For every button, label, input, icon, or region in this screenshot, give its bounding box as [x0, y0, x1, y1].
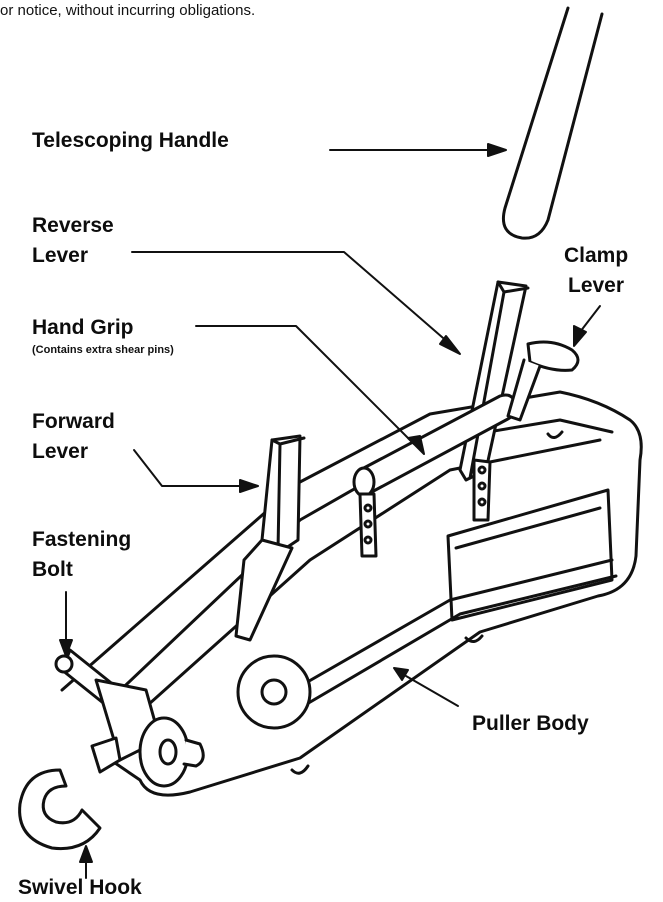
leader-lines [59, 143, 601, 879]
label-clamp-lever-line2: Lever [568, 274, 625, 297]
label-forward-lever-line1: Forward [32, 410, 115, 433]
leader-reverse-lever [131, 251, 451, 345]
leader-hand-grip [195, 325, 415, 445]
header-notice: or notice, without incurring obligations… [0, 2, 256, 19]
label-swivel-hook: Swivel Hook [18, 876, 142, 899]
label-fastening-bolt-line2: Bolt [32, 558, 73, 581]
leader-puller-body [405, 675, 459, 707]
telescoping-handle-shape [501, 6, 604, 240]
label-reverse-lever-line2: Lever [32, 244, 89, 267]
clamp-lever-shape [506, 340, 580, 422]
forward-lever-shape [234, 434, 306, 642]
label-puller-body: Puller Body [472, 712, 589, 735]
hand-grip-shape [352, 393, 518, 558]
label-forward-lever-line2: Lever [32, 440, 89, 463]
label-clamp-lever-line1: Clamp [564, 244, 629, 267]
label-reverse-lever-line1: Reverse [32, 214, 114, 237]
label-hand-grip: Hand Grip [32, 316, 134, 339]
front-assembly-shape [18, 648, 312, 851]
label-telescoping-handle: Telescoping Handle [32, 129, 229, 152]
label-fastening-bolt-line1: Fastening [32, 528, 132, 551]
leader-forward-lever [133, 449, 247, 487]
label-hand-grip-note: (Contains extra shear pins) [32, 344, 174, 356]
leader-clamp-lever [579, 305, 601, 333]
